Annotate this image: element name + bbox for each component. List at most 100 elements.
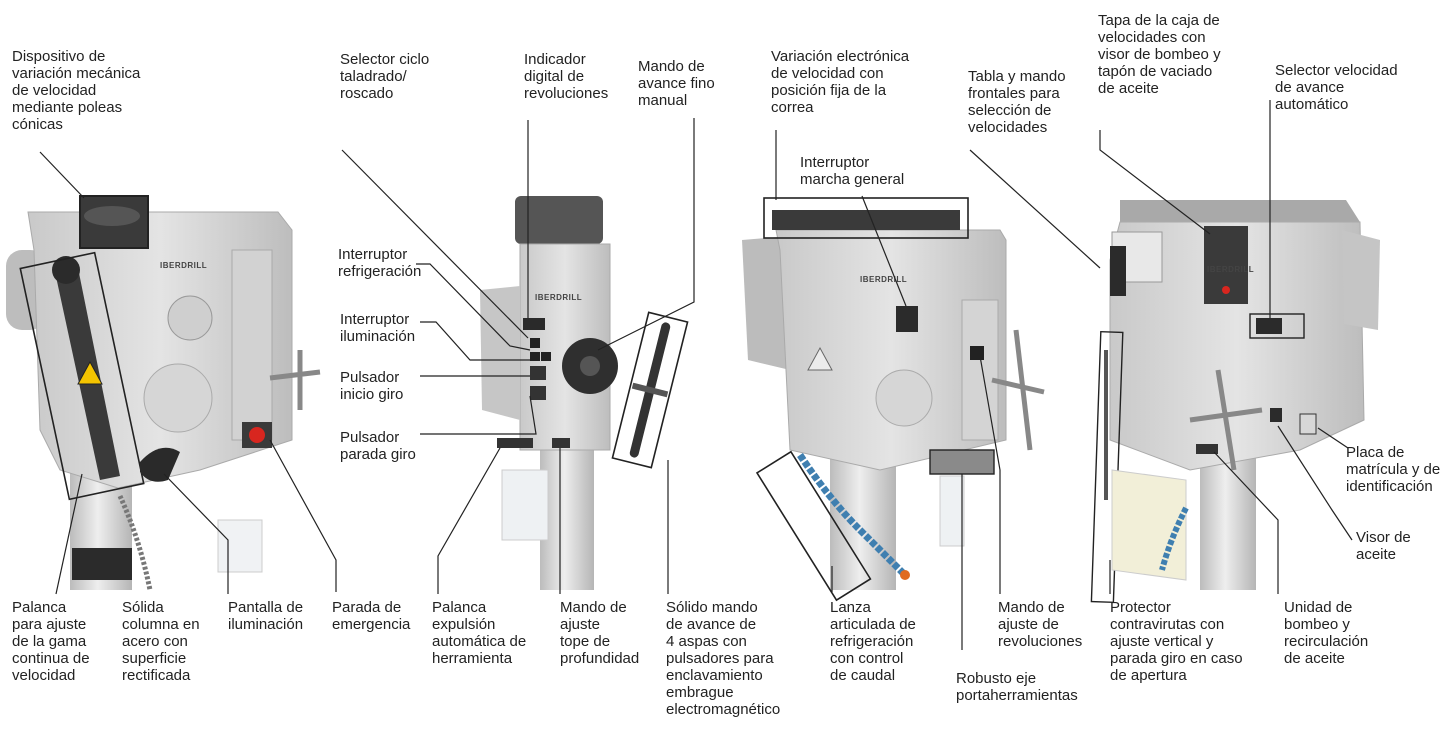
label-int-marcha: Interruptor marcha general	[800, 154, 905, 188]
label-selector-avance-auto: Selector velocidad de avance automático	[1275, 62, 1398, 113]
machine-2-motor	[480, 286, 520, 420]
coolant-lance	[755, 450, 910, 602]
spindle-box	[929, 449, 995, 475]
leader-tapa-caja	[1099, 130, 1211, 235]
label-protector: Protector contravirutas con ajuste verti…	[1110, 599, 1243, 684]
machine-2-top	[515, 196, 603, 244]
leader-palanca-expulsion	[437, 447, 501, 594]
pump-unit	[1196, 444, 1218, 454]
machine-1-pulley	[84, 206, 140, 226]
machine-1-panel	[231, 249, 273, 441]
machine-2: IBERDRILL	[480, 196, 689, 590]
depth-stop-knob	[552, 438, 570, 448]
machine-1-star-handle	[269, 350, 321, 410]
drain-plug-icon	[1222, 286, 1230, 294]
label-palanca-expulsion: Palanca expulsión automática de herramie…	[432, 599, 527, 667]
id-plate	[1299, 413, 1317, 435]
warning-icon	[77, 360, 103, 385]
chip-guard	[1090, 330, 1187, 604]
label-pantalla-iluminacion: Pantalla de iluminación	[228, 599, 304, 633]
drill-cycle-selector	[530, 338, 540, 348]
belt-cover	[772, 210, 960, 230]
machine-1-lever-box	[19, 251, 145, 501]
label-visor-aceite: Visor de aceite	[1356, 529, 1411, 563]
label-int-refrigeracion: Interruptor refrigeración	[338, 246, 422, 280]
oil-sight	[1270, 408, 1282, 422]
label-palanca-gama: Palanca para ajuste de la gama continua …	[12, 599, 90, 684]
machine-1-brand: IBERDRILL	[160, 261, 207, 270]
fine-feed-hub	[580, 356, 600, 376]
leader-placa	[1317, 427, 1349, 449]
label-avance-fino: Mando de avance fino manual	[638, 58, 715, 109]
machine-3-motor	[742, 236, 790, 370]
leader-selector-ciclo	[341, 149, 529, 339]
machine-2-brand: IBERDRILL	[535, 293, 582, 302]
machine-3-guard	[939, 475, 965, 547]
label-selector-ciclo: Selector ciclo taladrado/ roscado	[340, 51, 430, 102]
machine-1-light-shade	[140, 447, 180, 482]
label-parada-emergencia: Parada de emergencia	[332, 599, 411, 633]
leader-visor	[1277, 425, 1353, 541]
machine-3-warning-icon	[807, 346, 833, 371]
machine-1-chip-guard	[217, 519, 263, 573]
speed-knob	[970, 346, 984, 360]
label-placa-matricula: Placa de matrícula y de identificación	[1346, 444, 1441, 495]
label-mando-revoluciones: Mando de ajuste de revoluciones	[998, 599, 1083, 650]
main-switch	[896, 306, 918, 332]
auto-feed-knob	[1256, 318, 1282, 334]
light-switch	[541, 352, 551, 361]
leader-mando-revoluciones	[979, 355, 1001, 594]
label-mando-tope: Mando de ajuste tope de profundidad	[560, 599, 640, 667]
coolant-switch	[530, 352, 540, 361]
machine-3-star-handle	[991, 329, 1045, 451]
leader-int-iluminacion	[420, 321, 540, 361]
label-pulsador-parada: Pulsador parada giro	[340, 429, 416, 463]
machine-3-panel	[961, 299, 999, 441]
machine-1-lever-knob	[52, 256, 80, 284]
leader-parada-emergencia	[269, 439, 337, 592]
machine-1-cover	[143, 363, 213, 433]
machine-4-top	[1120, 200, 1360, 222]
label-eje-portaherramientas: Robusto eje portaherramientas	[956, 670, 1078, 704]
auto-feed-selector	[1249, 313, 1305, 339]
label-columna: Sólida columna en acero con superficie r…	[122, 599, 200, 684]
machine-3-cover	[875, 369, 933, 427]
machine-3: IBERDRILL	[742, 197, 1045, 602]
machine-1-handwheel	[167, 295, 213, 341]
leader-unidad-bombeo	[1213, 451, 1279, 594]
machine-1-column-collar	[72, 548, 132, 580]
label-int-iluminacion: Interruptor iluminación	[340, 311, 416, 345]
four-spoke-handle	[611, 311, 689, 469]
machine-3-column	[830, 450, 896, 590]
machine-3-brand: IBERDRILL	[860, 275, 907, 284]
label-pulsador-inicio: Pulsador inicio giro	[340, 369, 404, 403]
label-lanza-refrigeracion: Lanza articulada de refrigeración con co…	[830, 599, 916, 684]
leader-int-marcha	[861, 195, 907, 307]
machine-4: IBERDRILL	[1090, 200, 1380, 604]
leader-variacion-mecanica	[39, 151, 85, 199]
label-indicador-digital: Indicador digital de revoluciones	[524, 51, 609, 102]
leader-lines	[39, 100, 1353, 650]
machine-4-motor	[1342, 230, 1380, 330]
digital-indicator	[523, 318, 545, 330]
label-variacion-electronica: Variación electrónica de velocidad con p…	[771, 48, 910, 116]
leader-palanca-gama	[55, 473, 83, 595]
belt-cover-box	[763, 197, 969, 239]
machine-1: IBERDRILL	[6, 195, 321, 591]
leader-avance-fino	[597, 118, 695, 351]
machine-4-star-handle	[1189, 369, 1263, 471]
emergency-stop-icon	[249, 427, 265, 443]
speed-selector-handle	[1110, 246, 1126, 296]
label-mando-4-aspas: Sólido mando de avance de 4 aspas con pu…	[666, 599, 781, 718]
start-button	[530, 366, 546, 380]
label-tapa-caja: Tapa de la caja de velocidades con visor…	[1098, 12, 1221, 97]
leader-pulsador-parada	[420, 395, 537, 435]
label-tabla-mando: Tabla y mando frontales para selección d…	[968, 68, 1066, 136]
label-unidad-bombeo: Unidad de bombeo y recirculación de acei…	[1284, 599, 1369, 667]
leader-int-refrigeracion	[416, 263, 531, 351]
machine-4-brand: IBERDRILL	[1207, 265, 1254, 274]
leader-tabla-mando	[969, 149, 1101, 269]
machine-4-column	[1200, 450, 1256, 590]
stop-button	[530, 386, 546, 400]
